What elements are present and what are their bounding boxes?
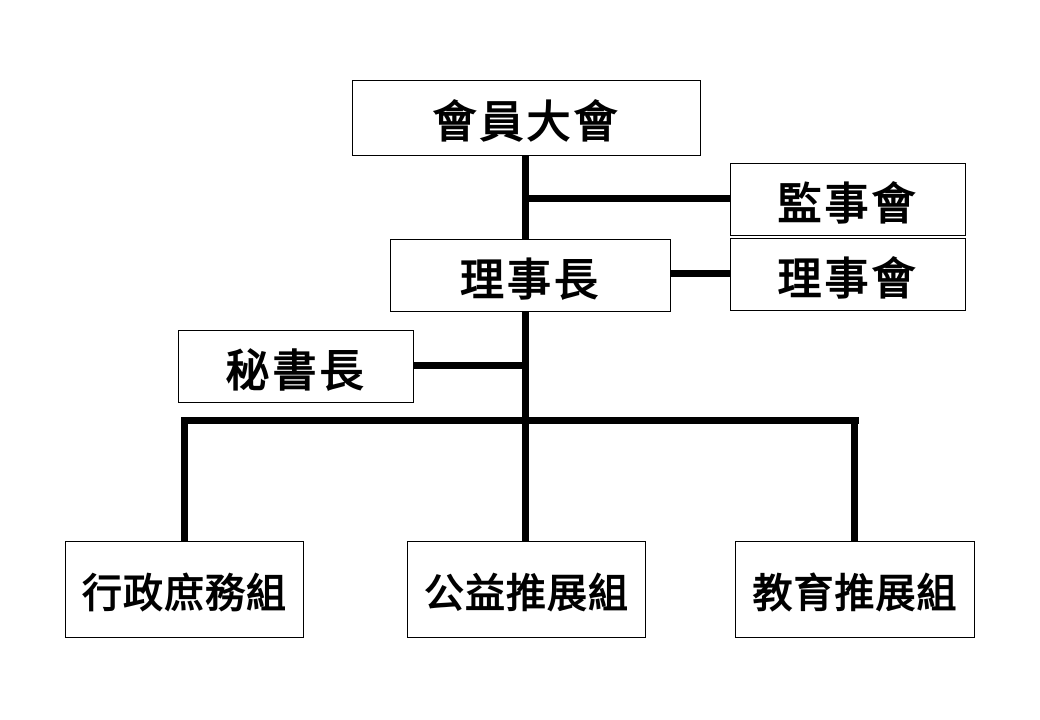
connector-admin-group bbox=[181, 417, 188, 543]
connector-board bbox=[670, 270, 731, 277]
connector-education-group bbox=[851, 417, 858, 543]
node-education-group: 教育推展組 bbox=[735, 541, 975, 638]
connector-trunk bbox=[522, 155, 529, 543]
connector-secretary bbox=[413, 362, 528, 369]
connector-supervisors bbox=[525, 195, 731, 202]
node-general-assembly: 會員大會 bbox=[352, 80, 701, 156]
node-board-of-directors: 理事會 bbox=[730, 238, 966, 311]
connector-groups-horizontal bbox=[181, 417, 859, 424]
node-public-welfare-group: 公益推展組 bbox=[407, 541, 646, 638]
node-chairman: 理事長 bbox=[390, 239, 671, 312]
node-admin-affairs-group: 行政庶務組 bbox=[65, 541, 304, 638]
node-supervisors-board: 監事會 bbox=[730, 163, 966, 236]
node-secretary-general: 秘書長 bbox=[178, 330, 414, 403]
